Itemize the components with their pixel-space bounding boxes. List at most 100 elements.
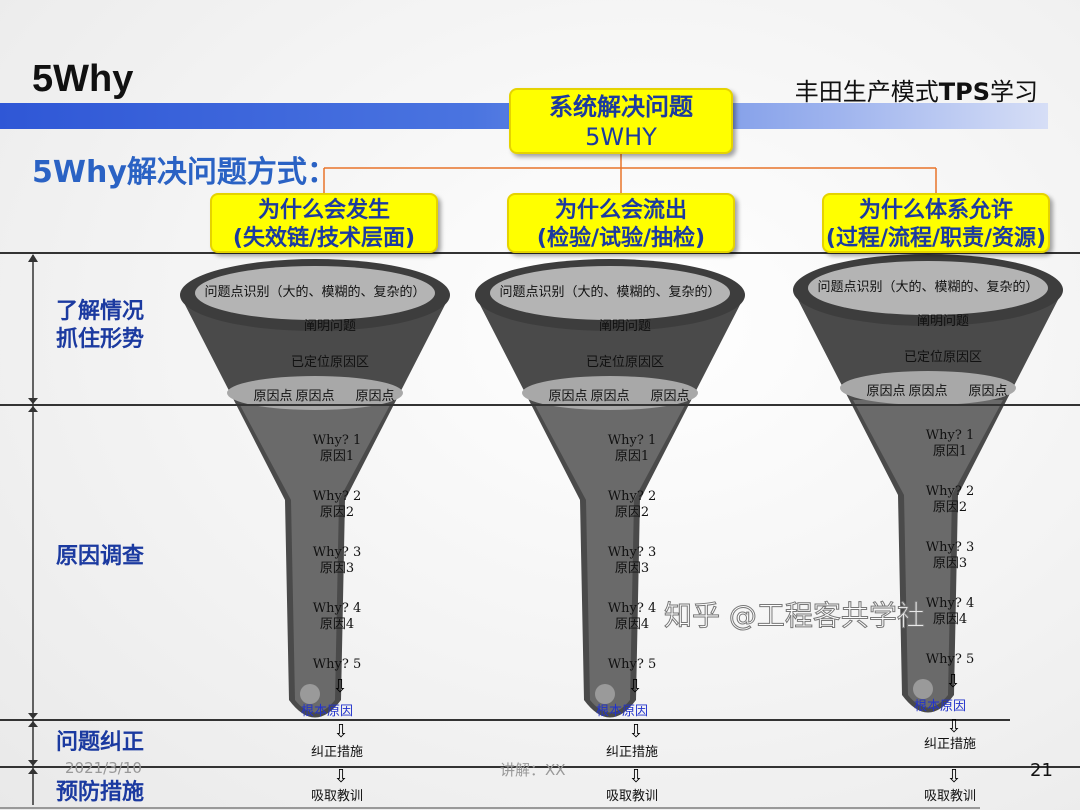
corrective-action-label: 纠正措施 bbox=[605, 745, 659, 760]
cause-point-label: 原因点 bbox=[253, 389, 293, 404]
lessons-learned-label: 吸取教训 bbox=[605, 789, 659, 804]
root-cause-dot bbox=[595, 684, 615, 704]
funnel-1 bbox=[180, 259, 450, 718]
phase-arrowheads bbox=[28, 254, 38, 774]
problem-identify-label: 问题点识别（大的、模糊的、复杂的） bbox=[817, 280, 1039, 295]
funnel-2 bbox=[475, 259, 745, 718]
category-detail: (过程/流程/职责/资源) bbox=[825, 226, 1047, 251]
down-arrow-icon: ⇩ bbox=[628, 721, 644, 742]
down-arrow-icon: ⇩ bbox=[946, 766, 962, 787]
why-question-5: Why? 5 bbox=[607, 657, 657, 672]
funnel-inner-stem bbox=[240, 405, 390, 713]
funnel-3 bbox=[793, 254, 1063, 713]
divider-line bbox=[0, 719, 1010, 721]
why-question-5: Why? 5 bbox=[925, 652, 975, 667]
footer-date: 2021/3/10 bbox=[65, 759, 142, 777]
down-arrow-icon: ⇩ bbox=[946, 716, 962, 737]
footer-speaker: 讲解：XX bbox=[500, 761, 566, 779]
why-question-2: Why? 2 bbox=[312, 489, 362, 504]
root-cause-label: 根本原因 bbox=[300, 704, 354, 719]
why-question-4: Why? 4 bbox=[607, 601, 657, 616]
course-suffix: 学习 bbox=[990, 78, 1038, 106]
funnel-opening bbox=[490, 266, 730, 320]
clarify-label: 阐明问题 bbox=[598, 319, 652, 334]
why-question-2: Why? 2 bbox=[607, 489, 657, 504]
why-answer-3: 原因3 bbox=[319, 561, 355, 576]
slide-subtitle: 5Why解决问题方式： bbox=[32, 155, 337, 190]
category-title: 为什么体系允许 bbox=[858, 198, 1013, 223]
located-zone-label: 已定位原因区 bbox=[290, 355, 370, 370]
main-topic-line1: 系统解决问题 bbox=[549, 93, 693, 121]
why-question-1: Why? 1 bbox=[925, 428, 975, 443]
phase-understand: 了解情况 抓住形势 bbox=[56, 298, 144, 354]
why-answer-4: 原因4 bbox=[932, 612, 968, 627]
category-detail: (失效链/技术层面) bbox=[232, 226, 416, 251]
root-cause-dot bbox=[300, 684, 320, 704]
phase-line1: 了解情况 bbox=[56, 299, 145, 324]
category-detail: (检验/试验/抽检) bbox=[536, 226, 706, 251]
why-answer-3: 原因3 bbox=[932, 556, 968, 571]
down-arrow-icon: ⇩ bbox=[333, 766, 349, 787]
why-question-5: Why? 5 bbox=[312, 657, 362, 672]
why-answer-3: 原因3 bbox=[614, 561, 650, 576]
why-answer-4: 原因4 bbox=[319, 617, 355, 632]
why-question-4: Why? 4 bbox=[312, 601, 362, 616]
phase-line2: 抓住形势 bbox=[56, 327, 145, 352]
course-prefix: 丰田生产模式 bbox=[794, 78, 939, 106]
why-question-3: Why? 3 bbox=[925, 540, 975, 555]
why-answer-2: 原因2 bbox=[319, 505, 355, 520]
why-answer-2: 原因2 bbox=[614, 505, 650, 520]
why-question-1: Why? 1 bbox=[312, 433, 362, 448]
cause-zone-ellipse bbox=[840, 371, 1016, 405]
cause-point-label: 原因点 bbox=[548, 389, 588, 404]
why-question-3: Why? 3 bbox=[607, 545, 657, 560]
cause-zone-ellipse bbox=[227, 376, 403, 410]
corrective-action-label: 纠正措施 bbox=[310, 745, 364, 760]
why-question-4: Why? 4 bbox=[925, 596, 975, 611]
root-cause-dot bbox=[913, 679, 933, 699]
page-number: 21 bbox=[1030, 760, 1053, 781]
corrective-action-label: 纠正措施 bbox=[923, 737, 977, 752]
phase-investigate: 原因调查 bbox=[56, 544, 145, 569]
cause-point-label: 原因点 bbox=[590, 389, 630, 404]
why-answer-1: 原因1 bbox=[932, 444, 968, 459]
cause-point-label: 原因点 bbox=[355, 389, 395, 404]
watermark: 知乎 @工程客共学社 bbox=[664, 599, 926, 632]
why-answer-2: 原因2 bbox=[932, 500, 968, 515]
why-answer-1: 原因1 bbox=[614, 449, 650, 464]
funnel-inner-stem bbox=[535, 405, 685, 713]
down-arrow-icon: ⇩ bbox=[628, 766, 644, 787]
lessons-learned-label: 吸取教训 bbox=[310, 789, 364, 804]
root-cause-label: 根本原因 bbox=[913, 699, 967, 714]
main-topic-box: 系统解决问题 5WHY bbox=[509, 88, 733, 154]
connector-lines bbox=[323, 154, 937, 193]
down-arrow-icon: ⇩ bbox=[627, 676, 643, 697]
located-zone-label: 已定位原因区 bbox=[903, 350, 983, 365]
main-topic-line2: 5WHY bbox=[585, 123, 657, 151]
course-title: 丰田生产模式TPS学习 bbox=[795, 72, 1038, 107]
funnel-opening bbox=[808, 261, 1048, 315]
down-arrow-icon: ⇩ bbox=[333, 721, 349, 742]
divider-line bbox=[0, 404, 1080, 406]
clarify-label: 阐明问题 bbox=[916, 314, 970, 329]
cause-zone-ellipse bbox=[522, 376, 698, 410]
problem-identify-label: 问题点识别（大的、模糊的、复杂的） bbox=[204, 285, 426, 300]
category-box-escape: 为什么会流出 (检验/试验/抽检) bbox=[507, 193, 735, 253]
why-question-1: Why? 1 bbox=[607, 433, 657, 448]
why-answer-4: 原因4 bbox=[614, 617, 650, 632]
clarify-label: 阐明问题 bbox=[303, 319, 357, 334]
cause-point-label: 原因点 bbox=[968, 384, 1008, 399]
course-bold: TPS bbox=[938, 78, 990, 106]
located-zone-label: 已定位原因区 bbox=[585, 355, 665, 370]
lessons-learned-label: 吸取教训 bbox=[923, 789, 977, 804]
funnel-inner-stem bbox=[853, 400, 1003, 708]
category-title: 为什么会流出 bbox=[554, 198, 687, 223]
why-question-3: Why? 3 bbox=[312, 545, 362, 560]
down-arrow-icon: ⇩ bbox=[945, 671, 961, 692]
category-box-system: 为什么体系允许 (过程/流程/职责/资源) bbox=[822, 193, 1050, 253]
cause-point-label: 原因点 bbox=[650, 389, 690, 404]
phase-correct: 问题纠正 bbox=[56, 730, 145, 755]
phase-prevent: 预防措施 bbox=[56, 780, 145, 805]
funnel-opening bbox=[195, 266, 435, 320]
